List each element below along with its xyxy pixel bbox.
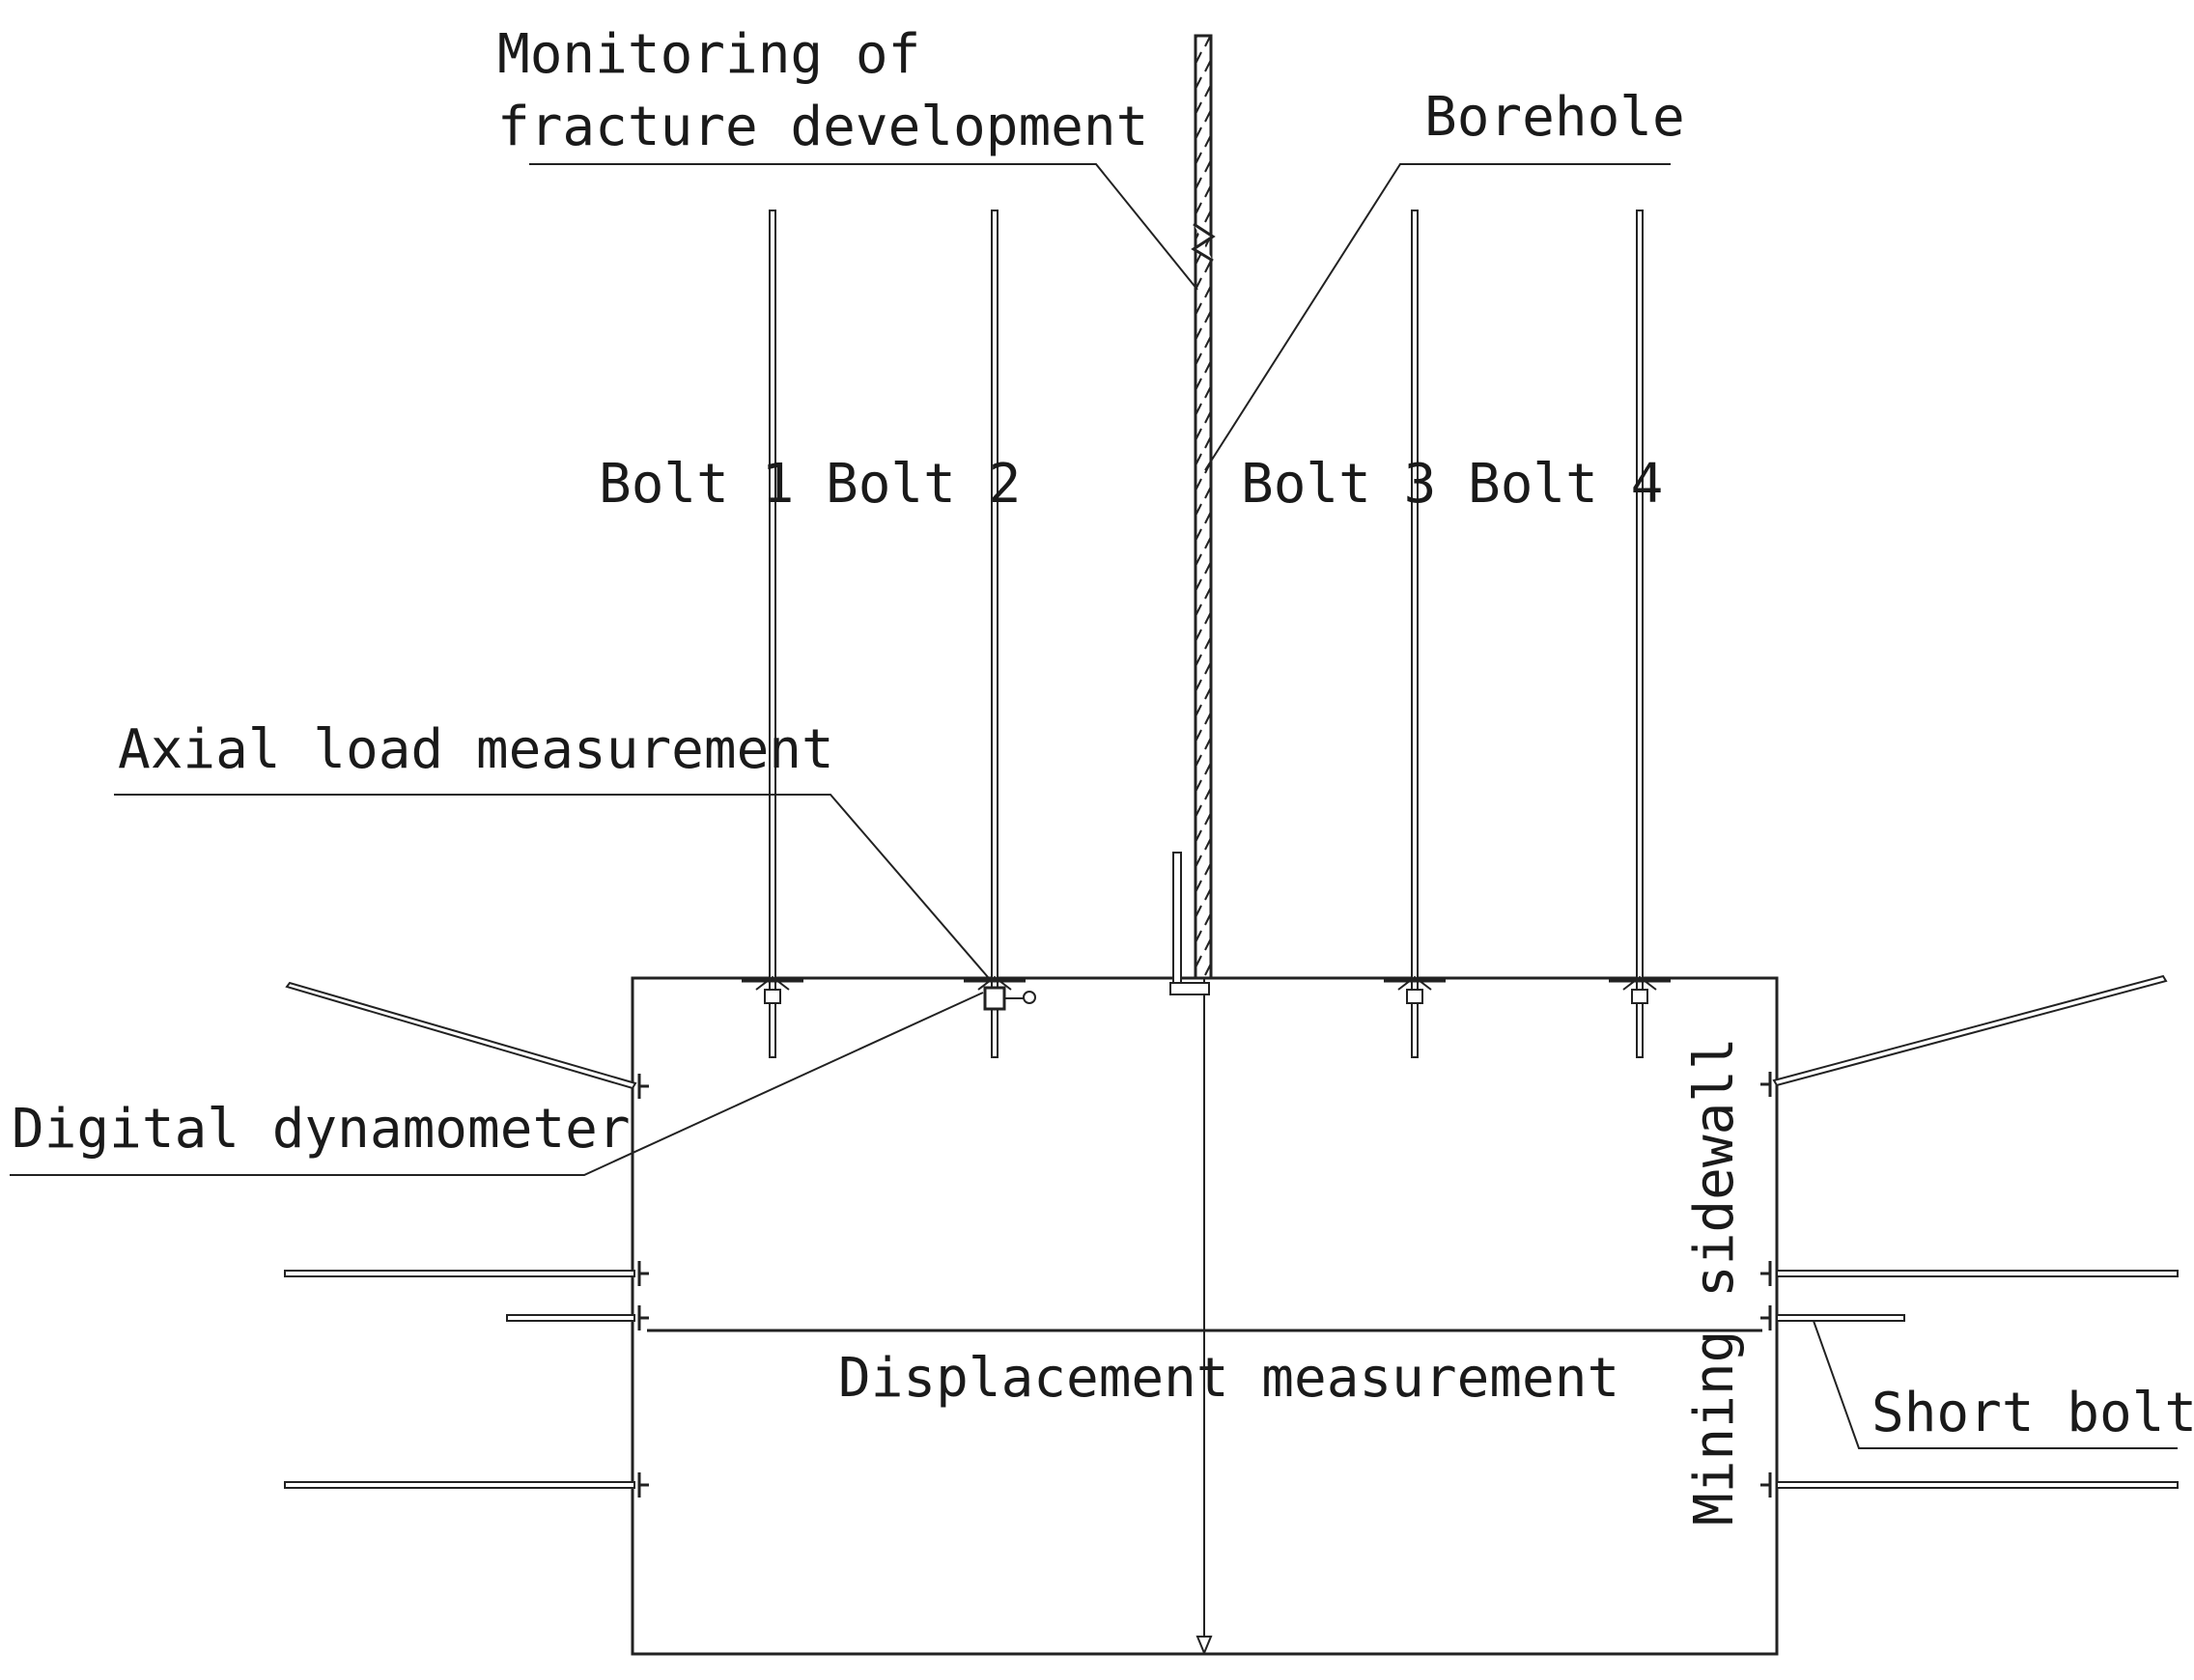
left-sidewall-bolts [284,981,649,1498]
label-bolt-3: Bolt 3 [1241,453,1436,516]
leader-short-bolt [1813,1320,2178,1449]
label-monitoring-line1: Monitoring of [497,23,920,86]
label-axial-load: Axial load measurement [118,718,834,781]
label-bolt-4: Bolt 4 [1468,453,1663,516]
fracture-probe [1169,852,1210,995]
bolt-2 [964,210,1036,1058]
label-digital-dynamometer: Digital dynamometer [12,1098,631,1161]
bolt-1 [742,210,803,1058]
bolt-3 [1384,210,1446,1058]
leader-axial-load [114,794,989,978]
label-short-bolt: Short bolt [1871,1382,2194,1444]
label-displacement: Displacement measurement [838,1347,1619,1410]
leader-dynamometer [10,992,984,1176]
borehole [1191,34,1216,980]
displacement-vertical-line [1195,978,1213,1656]
bolt-4 [1609,210,1671,1058]
leader-monitoring [529,163,1198,291]
label-mining-sidewall: Mining sidewall [1683,1037,1746,1526]
leader-borehole [1204,163,1671,471]
label-borehole: Borehole [1424,86,1685,149]
label-bolt-2: Bolt 2 [826,453,1021,516]
label-monitoring-line2: fracture development [497,96,1148,158]
label-bolt-1: Bolt 1 [599,453,794,516]
right-sidewall-bolts [1760,974,2179,1498]
